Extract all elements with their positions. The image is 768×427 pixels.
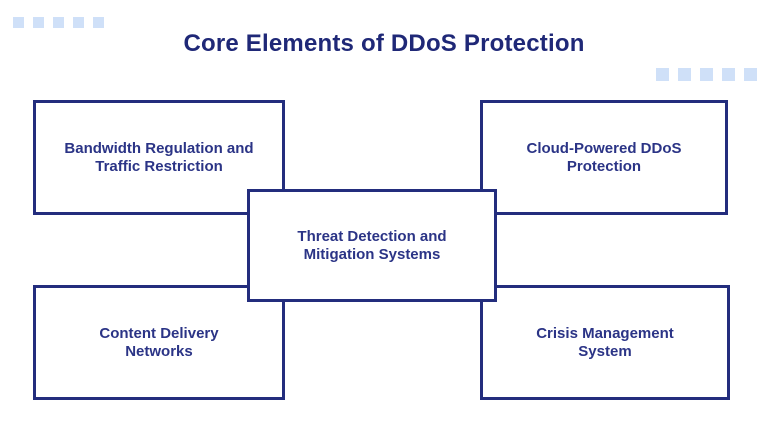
decorative-square-icon [33, 17, 44, 28]
box-crisis-management-system: Crisis Management System [480, 285, 730, 400]
decorative-square-icon [93, 17, 104, 28]
box-label-line: Mitigation Systems [303, 245, 441, 263]
decorative-square-icon [13, 17, 24, 28]
box-label-line: Networks [125, 342, 193, 360]
box-label-line: Traffic Restriction [95, 157, 223, 175]
decorative-square-icon [678, 68, 691, 81]
decorative-square-icon [744, 68, 757, 81]
box-content-delivery-networks: Content Delivery Networks [33, 285, 285, 400]
decorative-squares-top-left [13, 17, 104, 28]
decorative-square-icon [73, 17, 84, 28]
box-label-line: Content Delivery [99, 324, 219, 342]
box-label-line: Bandwidth Regulation and [64, 139, 254, 157]
box-threat-detection-mitigation: Threat Detection and Mitigation Systems [247, 189, 497, 302]
box-label: Threat Detection and Mitigation Systems [297, 228, 446, 264]
box-label: Cloud-Powered DDoS Protection [526, 140, 681, 176]
decorative-squares-right [656, 68, 757, 81]
box-label-line: System [578, 342, 632, 360]
box-cloud-powered-protection: Cloud-Powered DDoS Protection [480, 100, 728, 215]
box-bandwidth-regulation: Bandwidth Regulation and Traffic Restric… [33, 100, 285, 215]
box-label-line: Cloud-Powered DDoS [526, 139, 682, 157]
decorative-square-icon [722, 68, 735, 81]
box-label: Content Delivery Networks [99, 325, 218, 361]
box-label: Bandwidth Regulation and Traffic Restric… [64, 140, 253, 176]
box-label-line: Crisis Management [536, 324, 674, 342]
decorative-square-icon [656, 68, 669, 81]
box-label-line: Protection [566, 157, 642, 175]
decorative-square-icon [700, 68, 713, 81]
diagram-title: Core Elements of DDoS Protection [183, 30, 585, 57]
box-label-line: Threat Detection and [297, 227, 447, 245]
decorative-square-icon [53, 17, 64, 28]
box-label: Crisis Management System [536, 325, 674, 361]
